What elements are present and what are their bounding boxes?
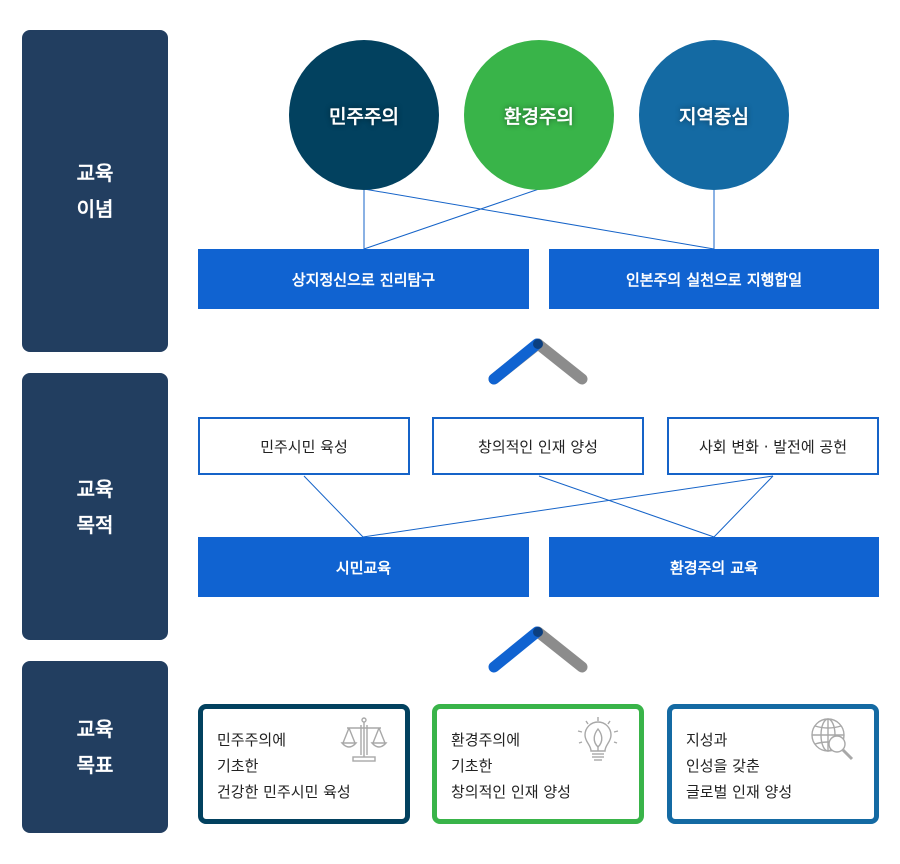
goal-text-line: 민주주의에	[217, 731, 287, 749]
lightbulb-leaf-icon	[577, 717, 619, 761]
chevron-up-icon	[488, 626, 588, 673]
circle-label: 민주주의	[329, 105, 399, 128]
ideology-circle-regional: 지역중심	[639, 40, 789, 190]
circle-label: 환경주의	[504, 105, 574, 128]
goal-text-line: 건강한 민주시민 육성	[217, 783, 351, 801]
goal-text-line: 기초한	[451, 757, 493, 775]
connector-line	[538, 475, 715, 538]
connector-line	[363, 188, 715, 250]
ideology-bar-truth: 상지정신으로 진리탐구	[198, 249, 529, 309]
connector-line	[713, 475, 774, 538]
purpose-box-citizen: 민주시민 육성	[198, 417, 410, 475]
purpose-bar-environment: 환경주의 교육	[549, 537, 879, 597]
goal-text-line: 기초한	[217, 757, 259, 775]
goal-text-line: 지성과	[686, 731, 728, 749]
ideology-circle-environmentalism: 환경주의	[464, 40, 614, 190]
connector-line	[362, 475, 774, 538]
purpose-box-creative: 창의적인 인재 양성	[432, 417, 644, 475]
box-label: 사회 변화 · 발전에 공헌	[698, 437, 848, 456]
connector-line	[303, 475, 364, 538]
bar-label: 시민교육	[335, 558, 392, 577]
globe-search-icon	[811, 718, 854, 761]
goal-text-line: 글로벌 인재 양성	[686, 783, 793, 801]
section-label-line: 이념	[76, 197, 114, 221]
goal-text-line: 인성을 갖춘	[686, 757, 760, 775]
box-label: 민주시민 육성	[260, 437, 348, 456]
box-label: 창의적인 인재 양성	[478, 437, 598, 456]
goal-card-environment: 환경주의에 기초한 창의적인 인재 양성	[432, 704, 644, 824]
bar-label: 환경주의 교육	[669, 558, 759, 577]
connector-line	[363, 188, 540, 250]
purpose-bar-civic: 시민교육	[198, 537, 529, 597]
section-label-line: 교육	[76, 476, 114, 501]
goal-text-line: 창의적인 인재 양성	[451, 783, 571, 801]
bar-label: 상지정신으로 진리탐구	[291, 270, 436, 289]
ideology-circle-democracy: 민주주의	[289, 40, 439, 190]
purpose-box-society: 사회 변화 · 발전에 공헌	[667, 417, 879, 475]
scales-icon	[340, 717, 388, 762]
section-label-line: 목표	[76, 753, 114, 777]
circle-label: 지역중심	[679, 105, 749, 128]
goal-card-democracy: 민주주의에 기초한 건강한 민주시민 육성	[198, 704, 410, 824]
ideology-bar-humanism: 인본주의 실천으로 지행합일	[549, 249, 879, 309]
chevron-up-icon	[488, 338, 588, 385]
bar-label: 인본주의 실천으로 지행합일	[625, 270, 803, 289]
section-label-line: 목적	[76, 512, 114, 537]
section-label-line: 교육	[76, 717, 114, 741]
goal-text-line: 환경주의에	[451, 731, 521, 749]
goal-card-global: 지성과 인성을 갖춘 글로벌 인재 양성	[667, 704, 879, 824]
section-label-line: 교육	[76, 161, 114, 185]
